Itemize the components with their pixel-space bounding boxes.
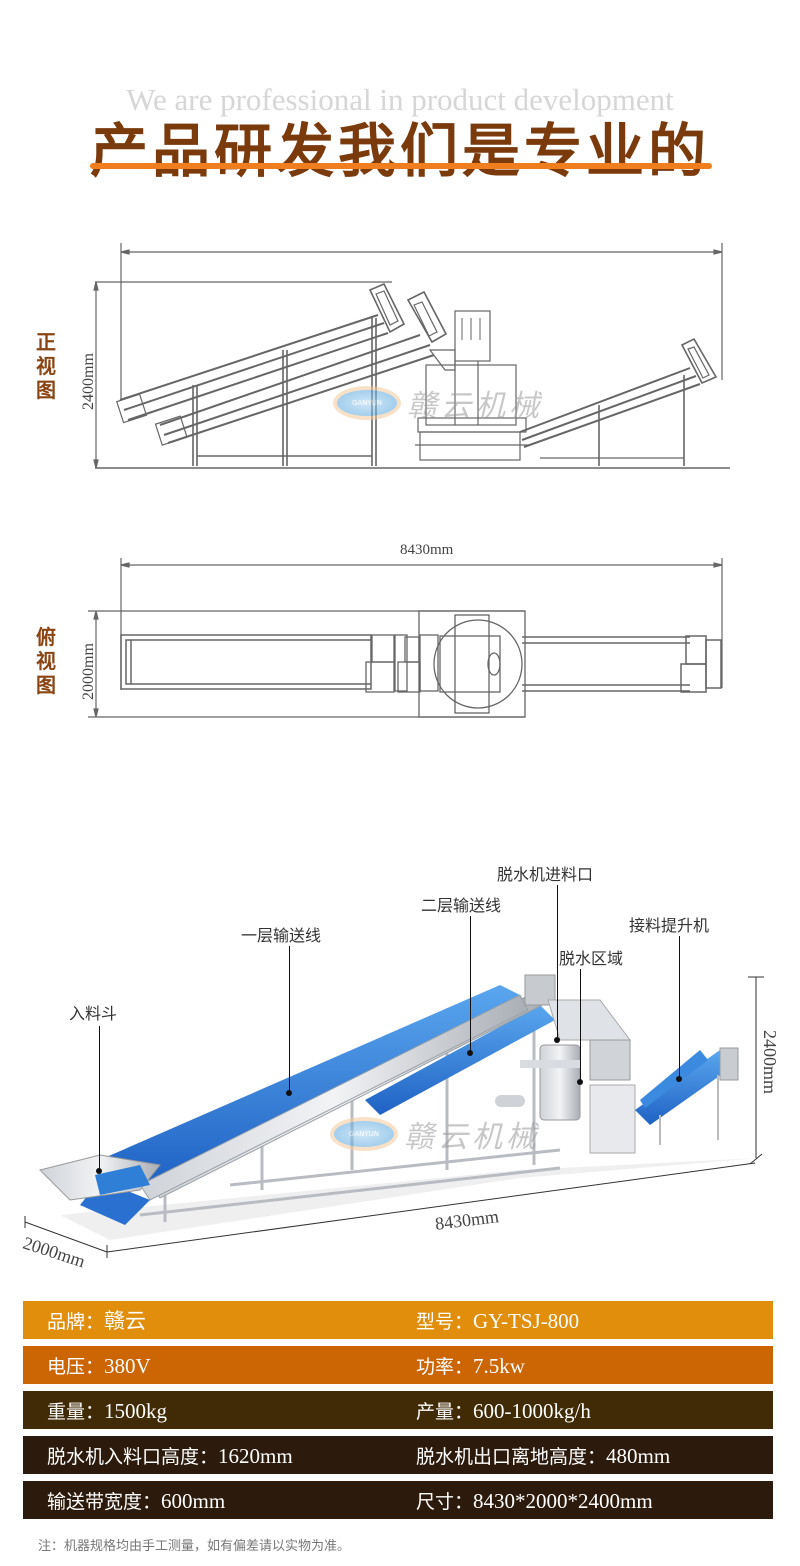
spec-row: 重量：1500kg 产量：600-1000kg/h [23, 1391, 773, 1429]
top-view-label-char: 视 [36, 649, 56, 673]
callout-dot [577, 1079, 583, 1085]
header-underline [90, 163, 712, 169]
spec-row: 输送带宽度：600mm 尺寸：8430*2000*2400mm [23, 1481, 773, 1519]
render-first-conveyor [80, 985, 529, 1225]
callout-leader [557, 885, 558, 1039]
callout-dewater-inlet: 脱水机进料口 [497, 865, 594, 884]
front-view-label: 正 视 图 [34, 330, 58, 402]
callout-dot [676, 1076, 682, 1082]
top-view-label: 俯 视 图 [34, 625, 58, 697]
front-dewatering-machine [415, 310, 530, 461]
callout-dot [96, 1168, 102, 1174]
watermark-badge: GANYUN [330, 1117, 398, 1151]
front-first-conveyor [116, 282, 406, 424]
spec-cell-outlet-height: 脱水机出口离地高度：480mm [416, 1443, 671, 1468]
spec-cell-voltage: 电压：380V [47, 1353, 151, 1378]
spec-row: 品牌：赣云 型号：GY-TSJ-800 [23, 1301, 773, 1339]
callout-leader [580, 969, 581, 1081]
render-dimension-lines [24, 976, 764, 1258]
callout-leader [679, 936, 680, 1078]
spec-cell-inlet-height: 脱水机入料口高度：1620mm [47, 1443, 293, 1468]
top-dewatering-machine [418, 610, 526, 718]
spec-cell-output: 产量：600-1000kg/h [416, 1398, 591, 1423]
spec-row: 电压：380V 功率：7.5kw [23, 1346, 773, 1384]
header-subtitle-en: We are professional in product developme… [126, 82, 674, 117]
machine-3d-render [24, 974, 764, 1258]
front-view-label-char: 视 [36, 354, 56, 378]
front-conveyor-legs [192, 318, 377, 466]
spec-cell-brand: 品牌：赣云 [47, 1309, 147, 1333]
spec-cell-weight: 重量：1500kg [47, 1398, 168, 1423]
spec-cell-model: 型号：GY-TSJ-800 [416, 1308, 580, 1333]
watermark-badge: GANYUN [333, 386, 401, 420]
top-view-drawing [88, 558, 723, 718]
callout-leader [470, 916, 471, 1052]
callout-lift-conveyor: 接料提升机 [629, 916, 710, 935]
spec-row: 脱水机入料口高度：1620mm 脱水机出口离地高度：480mm [23, 1436, 773, 1474]
front-view-label-char: 图 [36, 378, 56, 402]
top-first-conveyor [120, 634, 372, 690]
render-lift-conveyor [635, 1047, 739, 1145]
callout-second-conveyor: 二层输送线 [421, 896, 502, 915]
watermark-text: 赣云机械 [404, 1120, 540, 1155]
callout-dot [286, 1090, 292, 1096]
callout-dot [554, 1037, 560, 1043]
front-view-drawing [93, 243, 730, 469]
front-lift-conveyor [519, 337, 718, 466]
watermark-front: GANYUN 赣云机械 [333, 381, 543, 425]
front-view-label-char: 正 [36, 330, 56, 354]
watermark-render: GANYUN 赣云机械 [330, 1112, 540, 1156]
spec-cell-dimensions: 尺寸：8430*2000*2400mm [416, 1488, 653, 1513]
callout-dot [467, 1050, 473, 1056]
render-height-dim: 2400mm [760, 1030, 780, 1095]
watermark-text: 赣云机械 [407, 389, 543, 424]
spec-cell-power: 功率：7.5kw [416, 1353, 525, 1378]
top-lift-conveyor [522, 635, 722, 693]
render-floor-shadow [60, 1158, 760, 1240]
callout-leader [289, 946, 290, 1092]
callout-leader [99, 1026, 100, 1171]
callout-feed-hopper: 入料斗 [69, 1004, 118, 1023]
top-view-label-char: 俯 [36, 625, 56, 649]
top-view-label-char: 图 [36, 673, 56, 697]
spec-cell-belt-width: 输送带宽度：600mm [47, 1488, 226, 1513]
header-title: 产品研发我们是专业的 [89, 117, 710, 185]
top-view-length-dim: 8430mm [400, 542, 454, 558]
callout-first-conveyor: 一层输送线 [241, 926, 322, 945]
spec-note: 注：机器规格均由手工测量，如有偏差请以实物为准。 [38, 1539, 351, 1554]
callout-dewater-zone: 脱水区域 [559, 949, 624, 968]
